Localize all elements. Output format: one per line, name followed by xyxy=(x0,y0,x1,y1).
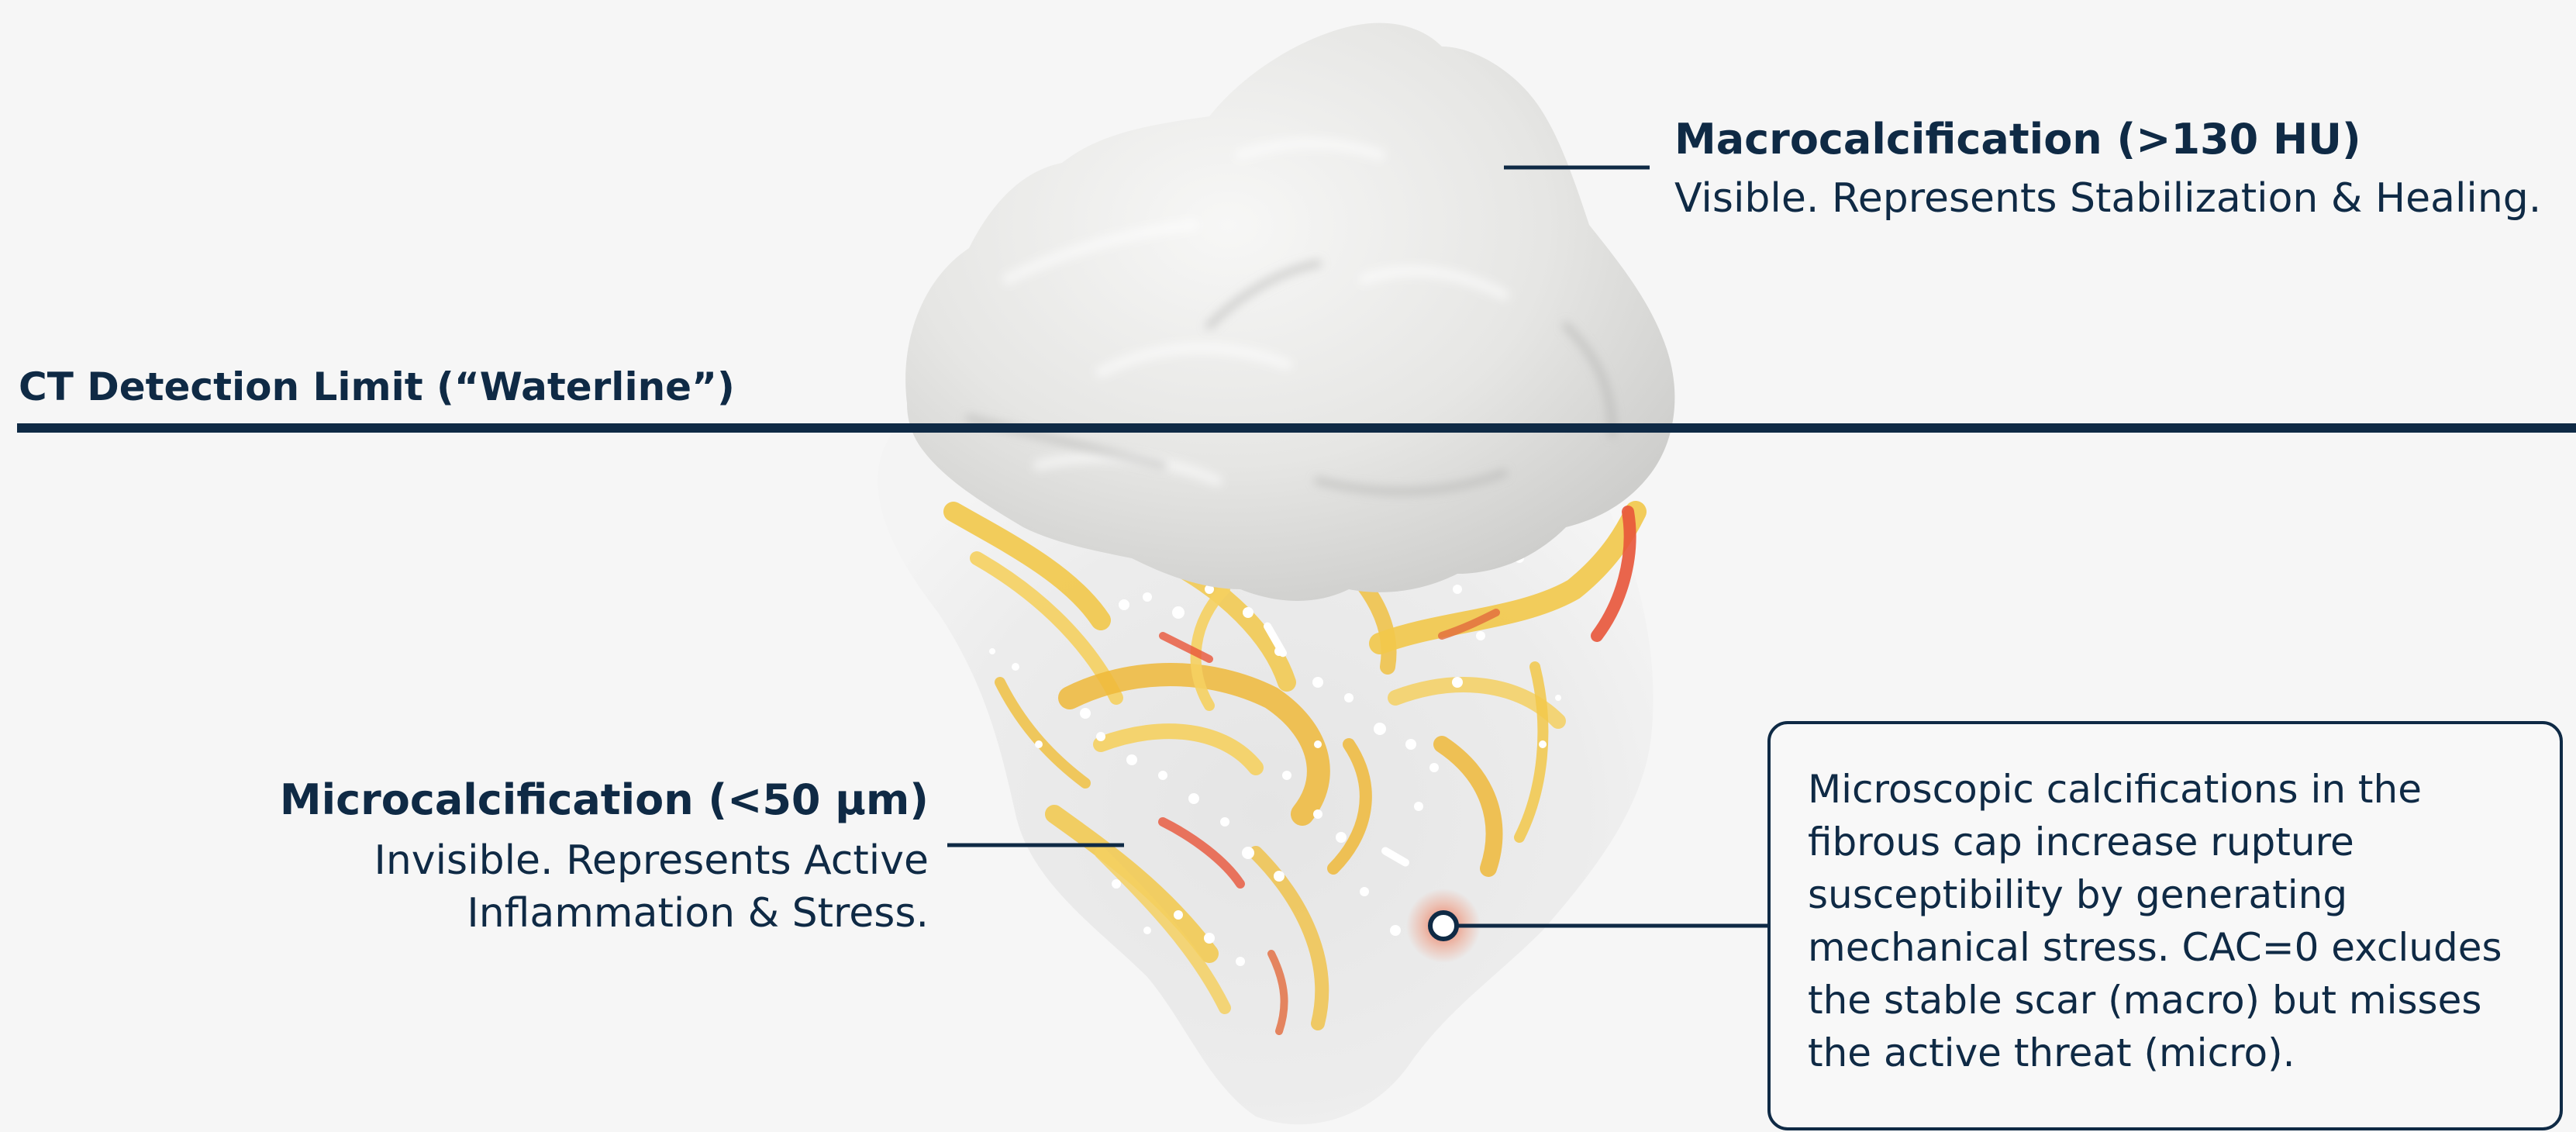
waterline-label: CT Detection Limit (“Waterline”) xyxy=(19,364,735,409)
note-line: the stable scar (macro) but misses xyxy=(1808,974,2552,1027)
note-text: Microscopic calcifications in the fibrou… xyxy=(1808,763,2552,1079)
macro-title: Macrocalcification (>130 HU) xyxy=(1674,115,2361,164)
note-line: fibrous cap increase rupture xyxy=(1808,816,2552,868)
note-line: Microscopic calcifications in the xyxy=(1808,763,2552,816)
macro-description: Visible. Represents Stabilization & Heal… xyxy=(1674,175,2541,222)
micro-description: Invisible. Represents Active Inflammatio… xyxy=(231,834,929,940)
callout-dot xyxy=(1430,913,1457,939)
micro-description-line: Invisible. Represents Active xyxy=(231,834,929,887)
note-line: the active threat (micro). xyxy=(1808,1027,2552,1079)
macrocalcification-rock xyxy=(905,23,1674,601)
note-line: susceptibility by generating xyxy=(1808,868,2552,921)
note-callout-box: Microscopic calcifications in the fibrou… xyxy=(1767,721,2563,1130)
note-line: mechanical stress. CAC=0 excludes xyxy=(1808,921,2552,974)
micro-description-line: Inflammation & Stress. xyxy=(231,887,929,940)
micro-title: Microcalcification (<50 μm) xyxy=(280,775,929,824)
